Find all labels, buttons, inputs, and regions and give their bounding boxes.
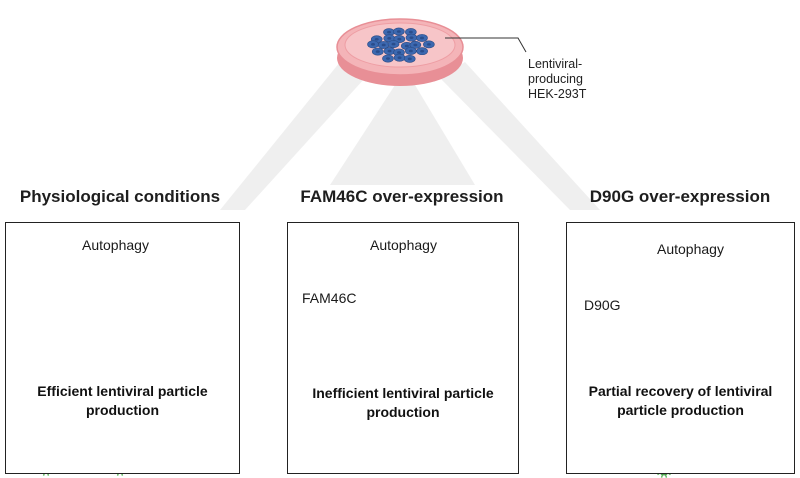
light-beams <box>220 62 600 210</box>
hek-cell-nucleus <box>375 50 380 53</box>
hek-cell-nucleus <box>426 43 431 46</box>
dish-medium <box>344 22 456 68</box>
hek-cell-nucleus <box>386 30 391 34</box>
modulator-label-d90g: D90G <box>584 297 621 313</box>
beam-center <box>330 85 475 185</box>
hek-cell-nucleus <box>397 51 402 54</box>
hek-cell-nucleus <box>409 36 414 39</box>
dish-label-line-1: Lentiviral- <box>528 57 583 71</box>
result-fam46c-line-1: Inefficient lentiviral particle <box>312 385 494 401</box>
hek-cell-nucleus <box>391 42 396 46</box>
hek-cell-nucleus <box>374 37 379 41</box>
petri-dish <box>336 18 464 86</box>
hek-cell-nucleus <box>396 30 401 33</box>
result-d90g-line-1: Partial recovery of lentiviral <box>588 383 773 399</box>
beam-right <box>440 62 600 210</box>
hek-cell-nucleus <box>420 49 425 53</box>
dish-label-line-2: producing <box>528 72 583 86</box>
panel-physiological <box>5 222 240 474</box>
result-physiological: Efficient lentiviral particle production <box>5 382 240 420</box>
beam-left <box>220 62 365 210</box>
autophagy-label-d90g: Autophagy <box>657 241 724 257</box>
hek-cell-nucleus <box>413 43 418 47</box>
modulator-label-fam46c: FAM46C <box>302 290 357 306</box>
hek-cell-nucleus <box>419 36 424 40</box>
result-d90g-line-2: particle production <box>617 402 744 418</box>
hek-cell-nucleus <box>397 56 402 60</box>
hek-cell-nucleus <box>371 43 376 46</box>
hek-cell-nucleus <box>387 49 392 53</box>
hek-cell-nucleus <box>408 30 413 34</box>
autophagy-label-physiological: Autophagy <box>82 237 149 253</box>
hek-cell-nucleus <box>385 57 390 60</box>
heading-physiological: Physiological conditions <box>19 187 221 206</box>
hek-cell-nucleus <box>407 57 412 61</box>
autophagy-label-fam46c: Autophagy <box>370 237 437 253</box>
result-physiological-line-1: Efficient lentiviral particle <box>37 383 208 399</box>
result-physiological-line-2: production <box>85 402 160 418</box>
result-fam46c: Inefficient lentiviral particle producti… <box>287 384 519 422</box>
hek-cell-nucleus <box>408 49 413 53</box>
panel-d90g <box>566 222 795 474</box>
panel-fam46c <box>287 222 519 474</box>
heading-fam46c: FAM46C over-expression <box>300 187 504 206</box>
hek-cell-nucleus <box>397 37 402 41</box>
dish-callout <box>445 37 527 53</box>
cell-cluster <box>367 27 435 63</box>
dish-callout-line <box>445 37 527 53</box>
dish-label: Lentiviral- producing HEK-293T <box>528 57 586 102</box>
dish-label-line-3: HEK-293T <box>528 87 587 101</box>
hek-cell-nucleus <box>381 43 386 47</box>
result-d90g: Partial recovery of lentiviral particle … <box>566 382 795 420</box>
result-fam46c-line-2: production <box>366 404 440 420</box>
hek-cell-nucleus <box>404 44 409 48</box>
hek-cell-nucleus <box>387 37 392 40</box>
heading-d90g: D90G over-expression <box>589 187 771 206</box>
